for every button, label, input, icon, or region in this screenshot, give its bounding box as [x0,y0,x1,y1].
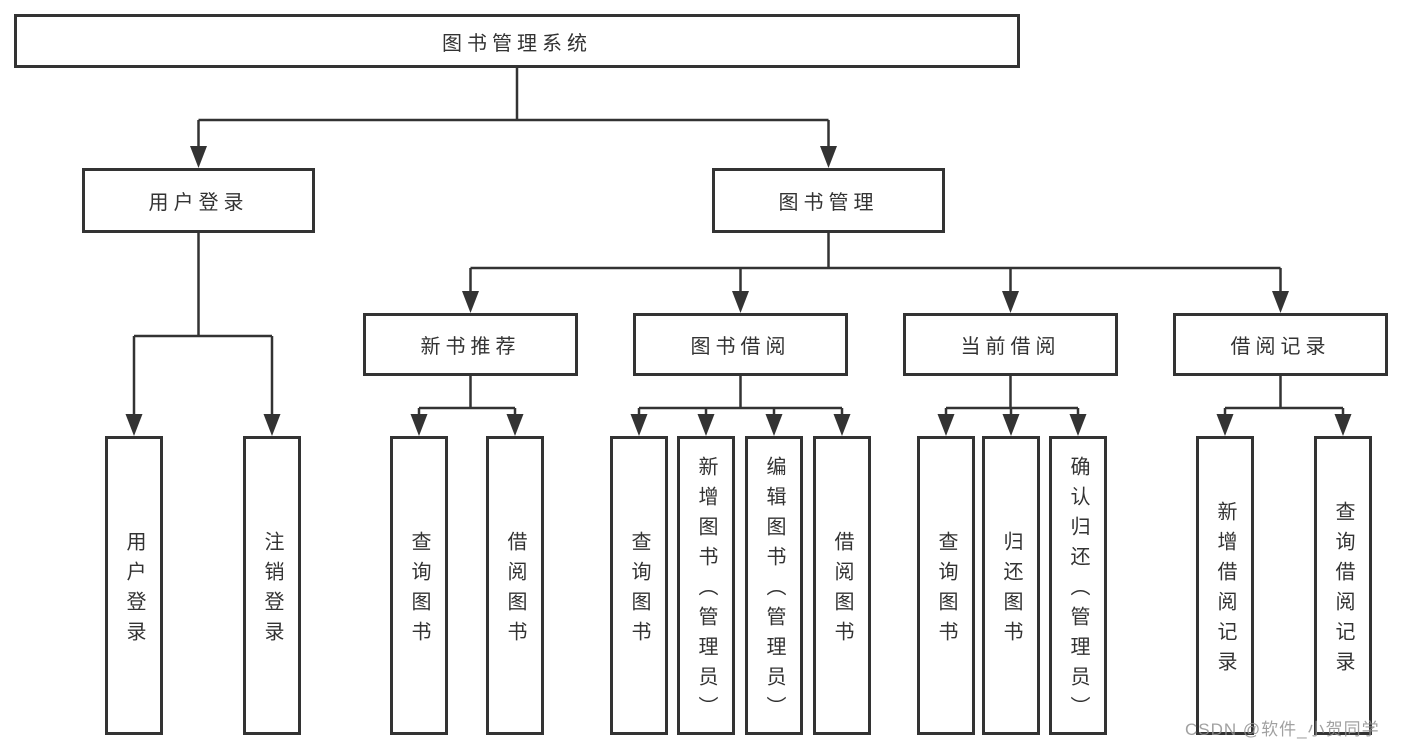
node-user-login-leaf: 用户登录 [105,436,163,735]
node-book-management: 图书管理 [712,168,945,233]
node-root: 图书管理系统 [14,14,1020,68]
node-label: 用户登录 [123,530,145,651]
node-logout: 注销登录 [243,436,301,735]
node-new-book-recommendation: 新书推荐 [363,313,578,376]
node-query-books: 查询图书 [390,436,448,735]
node-label: 图书管理系统 [442,32,592,55]
node-label: 用户登录 [148,192,249,214]
node-label: 查询图书 [408,530,430,651]
node-label: 新书推荐 [420,336,521,358]
node-label: 查询图书 [935,530,957,651]
node-label: 确认归还（管理员） [1067,455,1089,726]
node-label: 注销登录 [261,530,283,651]
arrowhead-group [125,146,1352,436]
node-add-borrow-record: 新增借阅记录 [1196,436,1254,735]
node-user-login: 用户登录 [82,168,315,233]
node-query-books: 查询图书 [610,436,668,735]
node-label: 归还图书 [1000,530,1022,651]
node-label: 查询图书 [628,530,650,651]
node-label: 查询借阅记录 [1332,500,1354,681]
node-label: 新增借阅记录 [1214,500,1236,681]
node-label: 当前借阅 [960,336,1061,358]
node-borrowing-records: 借阅记录 [1173,313,1388,376]
node-confirm-return-admin: 确认归还（管理员） [1049,436,1107,735]
node-edit-books-admin: 编辑图书（管理员） [745,436,803,735]
watermark: CSDN @软件_小贺同学 [1185,720,1380,739]
node-query-books: 查询图书 [917,436,975,735]
node-label: 图书管理 [778,192,879,214]
node-label: 借阅图书 [831,530,853,651]
node-book-borrowing: 图书借阅 [633,313,848,376]
node-label: 借阅记录 [1230,336,1331,358]
node-label: 新增图书（管理员） [695,455,717,726]
node-borrow-books: 借阅图书 [486,436,544,735]
node-query-borrow-record: 查询借阅记录 [1314,436,1372,735]
node-return-books: 归还图书 [982,436,1040,735]
node-label: 编辑图书（管理员） [763,455,785,726]
node-add-books-admin: 新增图书（管理员） [677,436,735,735]
node-borrow-books: 借阅图书 [813,436,871,735]
node-label: 图书借阅 [690,336,791,358]
node-label: 借阅图书 [504,530,526,651]
node-current-borrowing: 当前借阅 [903,313,1118,376]
